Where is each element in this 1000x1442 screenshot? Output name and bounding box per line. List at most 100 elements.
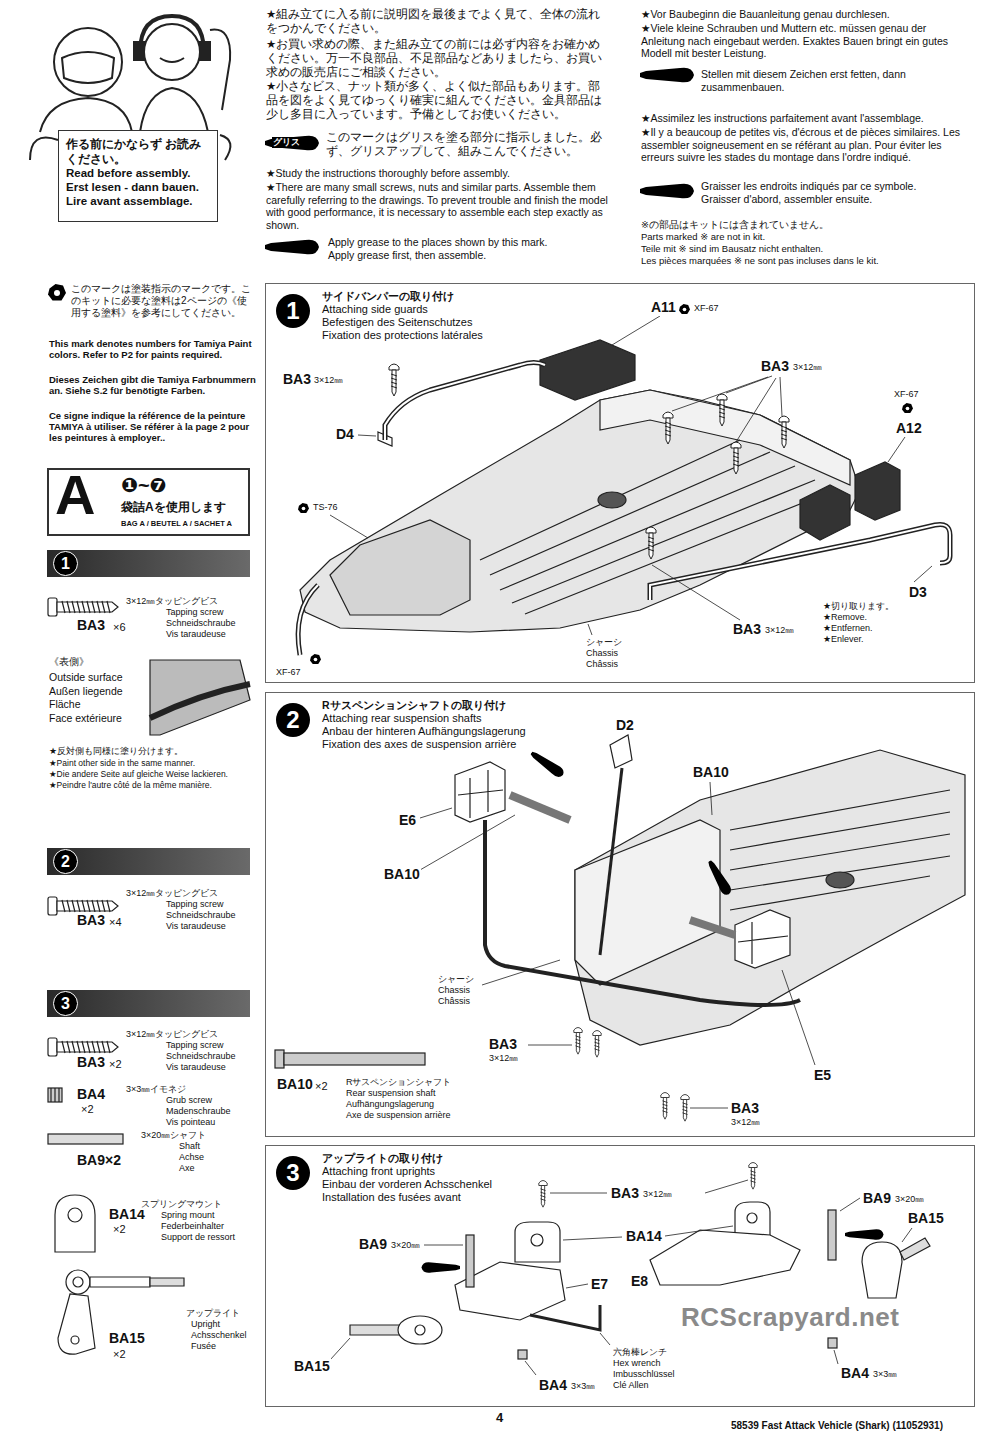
tapping-screw	[717, 394, 727, 426]
tapping-screw	[389, 364, 789, 559]
part-number: BA9	[358, 1236, 388, 1253]
grease-mark	[640, 184, 694, 199]
label: Imbusschlüssel	[612, 1369, 676, 1380]
part-number: D3	[908, 584, 928, 601]
label: Achsschenkel	[190, 1330, 248, 1341]
tapping-screw	[593, 1031, 601, 1058]
label: Schneidschraube	[165, 618, 237, 629]
label: ×2	[112, 1223, 127, 1236]
paint-mark	[48, 284, 66, 301]
part-icon	[90, 1277, 150, 1287]
instruction-text: Stellen mit diesem Zeichen erst fetten, …	[700, 68, 972, 93]
instruction-text: ★Il y a beaucoup de petites vis, d'écrou…	[640, 126, 972, 164]
part-number: BA3	[732, 621, 762, 638]
side-guard-assembly	[298, 316, 950, 655]
step-title-line: サイドバンパーの取り付け	[322, 290, 512, 303]
rear-suspension-assembly	[458, 770, 503, 818]
tapping-screw	[749, 1163, 757, 1190]
instruction-text: ★小さなビス、ナット類が多く、よく似た部品もあります。部品を図をよく見てゆっくり…	[265, 80, 612, 121]
notice-line: Erst lesen - dann bauen.	[66, 180, 210, 194]
tapping-screw	[646, 527, 656, 559]
step-title: サイドバンパーの取り付けAttaching side guardsBefesti…	[322, 290, 512, 342]
front-upright-assembly	[398, 1316, 442, 1344]
label: ★反対側も同様に塗り分けます。	[48, 746, 184, 757]
label: 3×20㎜シャフト	[140, 1130, 207, 1141]
front-upright-assembly	[828, 1210, 836, 1260]
grease-mark	[705, 858, 733, 897]
part-number: BA3	[488, 1036, 518, 1053]
instruction-text: ★There are many small screws, nuts and s…	[265, 181, 612, 231]
paint-mark	[48, 284, 913, 664]
label: ★Die andere Seite auf gleiche Weise lack…	[48, 769, 229, 779]
part-icon	[150, 660, 250, 735]
mascot-figures	[220, 135, 230, 160]
part-icon	[48, 598, 250, 1354]
instruction-text: ★Study the instructions thoroughly befor…	[265, 167, 612, 180]
tapping-screw	[779, 416, 789, 448]
step-title-line: Attaching rear suspension shafts	[322, 712, 562, 725]
part-icon	[51, 1088, 59, 1102]
grease-tag: グリス	[272, 137, 301, 148]
part-icon	[57, 901, 118, 911]
part-number: BA9	[862, 1190, 892, 1207]
notice-line: Lire avant assemblage.	[66, 194, 210, 208]
label: ×6	[112, 621, 127, 634]
step-bar: 2	[47, 848, 250, 875]
instruction-text: ★組み立てに入る前に説明図を最後までよく見て、全体の流れをつかんでください。	[265, 8, 612, 36]
label: Chassis	[437, 985, 471, 996]
rear-suspension-assembly	[275, 735, 965, 1108]
part-icon	[58, 1294, 95, 1354]
side-guard-assembly	[330, 520, 470, 615]
part-number: BA3	[730, 1100, 760, 1117]
side-guard-assembly	[385, 363, 545, 441]
instruction-text: Ce signe indique la référence de la pein…	[48, 411, 257, 444]
front-upright-assembly	[518, 1350, 527, 1359]
part-icon	[48, 598, 57, 616]
label: 六角棒レンチ	[612, 1347, 668, 1358]
bag-box: A❶~❼袋詰Aを使用しますBAG A / BEUTEL A / SACHET A	[47, 468, 250, 536]
part-number: 4	[495, 1410, 504, 1426]
label: Vis taraudeuse	[165, 629, 227, 640]
part-number: D2	[615, 717, 635, 734]
side-guard-assembly	[855, 462, 900, 520]
label: Apply grease to the places shown by this…	[327, 236, 548, 249]
label: 3×3㎜	[570, 1381, 596, 1392]
rear-suspension-assembly	[284, 1053, 425, 1065]
label: 3×12㎜	[730, 1117, 761, 1128]
part-icon	[57, 602, 118, 612]
mascot-figures	[54, 28, 122, 96]
label: ★Remove.	[822, 612, 868, 623]
step-title-line: Befestigen des Seitenschutzes	[322, 316, 512, 329]
part-number: BA3	[76, 1054, 106, 1071]
paint-mark	[310, 654, 321, 664]
mascot-figures	[210, 30, 230, 110]
label: アップライト	[185, 1308, 241, 1319]
label: ★Entfernen.	[822, 623, 874, 634]
rear-suspension-assembly	[600, 768, 622, 955]
front-upright-assembly	[747, 1213, 757, 1223]
label: Vis taraudeuse	[165, 921, 227, 932]
step-title-line: Fixation des protections latérales	[322, 329, 512, 342]
label: Tapping screw	[165, 607, 225, 618]
notice-board: 作る前にかならず お読みください。Read before assembly.Er…	[58, 130, 218, 222]
front-upright-assembly	[466, 1235, 474, 1287]
part-number: BA10	[276, 1076, 314, 1093]
label: 58539 Fast Attack Vehicle (Shark) (11052…	[730, 1420, 944, 1432]
instruction-text: This mark denotes numbers for Tamiya Pai…	[48, 339, 257, 361]
side-guard-assembly	[800, 485, 850, 540]
part-icon	[48, 1134, 123, 1144]
front-upright-assembly	[828, 1338, 837, 1348]
label: Tapping screw	[165, 1040, 225, 1051]
label: 3×12㎜	[313, 375, 344, 386]
side-guard-assembly	[385, 363, 545, 441]
label: 3×12㎜タッピングビス	[125, 1029, 219, 1040]
step-title-line: Einbau der vorderen Achsschenkel	[322, 1178, 517, 1191]
part-icon	[62, 1041, 110, 1053]
notice-heading: 作る前にかならず お読みください。	[66, 137, 210, 166]
step-bar: 1	[47, 550, 250, 577]
step-panel: 2Rサスペンションシャフトの取り付けAttaching rear suspens…	[265, 692, 975, 1137]
label: Rサスペンションシャフト	[345, 1077, 453, 1088]
part-number: E8	[630, 1273, 649, 1290]
label: スプリングマウント	[140, 1199, 223, 1210]
mascot-figures	[140, 88, 208, 132]
